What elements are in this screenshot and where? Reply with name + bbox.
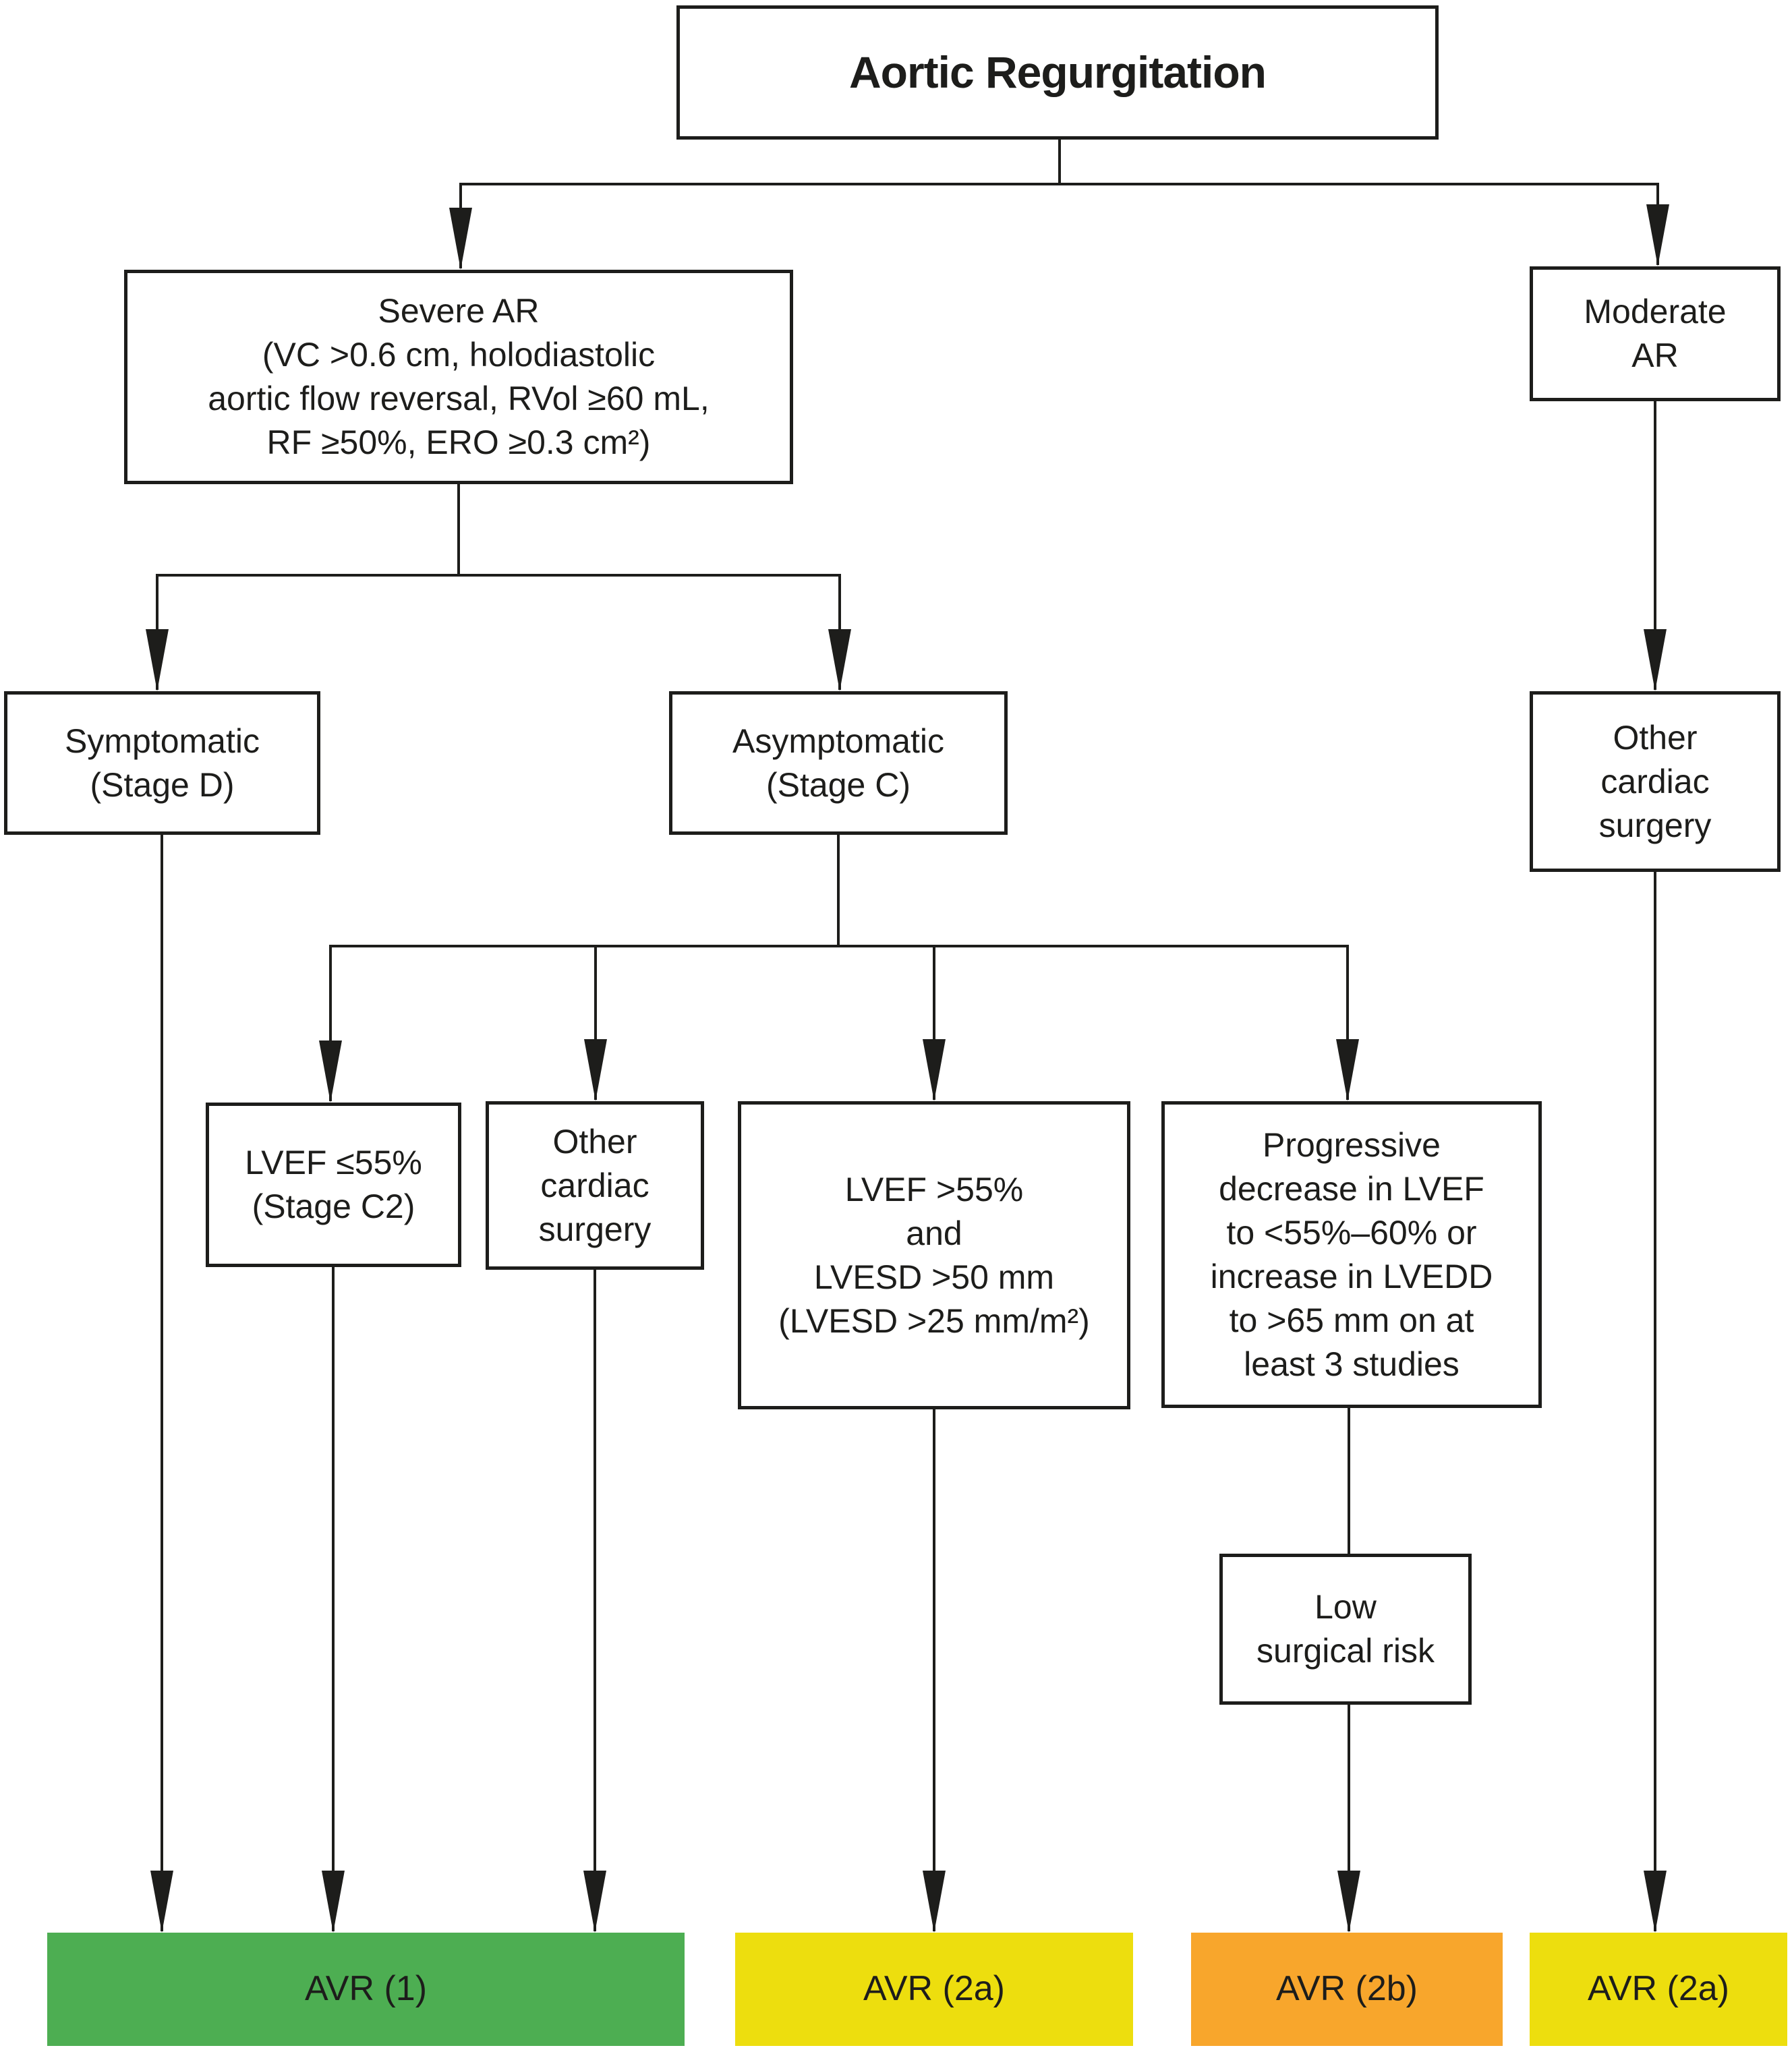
arrowhead-icon	[923, 1871, 946, 1933]
arrowhead-icon	[923, 1039, 946, 1101]
outcome-avr-1: AVR (1)	[47, 1933, 685, 2046]
arrowhead-icon	[1644, 629, 1667, 691]
arrowhead-icon	[1336, 1039, 1359, 1101]
node-symptomatic-stage-d: Symptomatic (Stage D)	[4, 691, 320, 835]
arrowhead-icon	[828, 629, 851, 691]
node-severe-ar: Severe AR (VC >0.6 cm, holodiastolic aor…	[124, 270, 793, 484]
node-progressive-decrease: Progressive decrease in LVEF to <55%–60%…	[1161, 1101, 1542, 1408]
node-moderate-ar: Moderate AR	[1530, 266, 1781, 401]
arrowhead-icon	[319, 1040, 342, 1103]
arrowhead-icon	[1646, 204, 1669, 266]
node-aortic-regurgitation: Aortic Regurgitation	[676, 5, 1439, 140]
arrowhead-icon	[1337, 1871, 1360, 1933]
outcome-avr-2a-left: AVR (2a)	[735, 1933, 1133, 2046]
outcome-avr-2a-right: AVR (2a)	[1530, 1933, 1787, 2046]
node-other-cardiac-surgery: Other cardiac surgery	[486, 1101, 704, 1270]
arrowhead-icon	[584, 1039, 607, 1101]
node-other-cardiac-surgery-moderate: Other cardiac surgery	[1530, 691, 1781, 872]
arrowhead-icon	[1644, 1871, 1667, 1933]
arrowhead-icon	[449, 208, 472, 270]
arrowhead-icon	[583, 1871, 606, 1933]
arrowhead-icon	[150, 1871, 173, 1933]
node-low-surgical-risk: Low surgical risk	[1219, 1554, 1472, 1705]
arrowhead-icon	[322, 1871, 345, 1933]
outcome-avr-2b: AVR (2b)	[1191, 1933, 1503, 2046]
node-lvef-gt-55-lvesd: LVEF >55% and LVESD >50 mm (LVESD >25 mm…	[738, 1101, 1130, 1409]
node-asymptomatic-stage-c: Asymptomatic (Stage C)	[669, 691, 1008, 835]
node-lvef-le-55-stage-c2: LVEF ≤55% (Stage C2)	[206, 1103, 461, 1267]
arrowhead-icon	[146, 629, 169, 691]
